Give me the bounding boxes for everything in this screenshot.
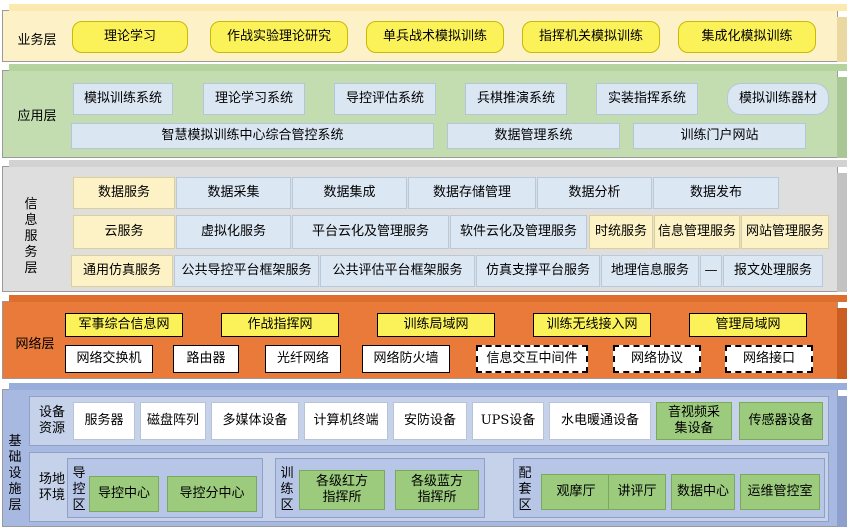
net-protocol: 网络协议: [613, 345, 701, 373]
network-layer: 网络层 军事综合信息网 作战指挥网 训练局域网 训练无线接入网 管理局域网 网络…: [2, 295, 847, 379]
app-simulation-equipment: 模拟训练器材: [727, 83, 829, 115]
info-sim-service-label: 通用仿真服务: [71, 255, 173, 287]
business-layer-label: 业务层: [17, 33, 57, 48]
info-data-integration: 数据集成: [292, 177, 407, 209]
equip-server: 服务器: [73, 402, 135, 440]
site-environment-label: 场地环境: [38, 472, 65, 503]
business-item-integrated: 集成化模拟训练: [678, 21, 816, 53]
zone-blue-command: 各级蓝方指挥所: [395, 470, 479, 510]
app-real-command-system: 实装指挥系统: [596, 83, 698, 115]
net-firewall: 网络防火墙: [362, 345, 450, 373]
info-data-publish: 数据发布: [653, 177, 779, 209]
info-time-service: 时统服务: [589, 215, 653, 249]
equip-security: 安防设备: [393, 402, 467, 440]
zone-guidance-center: 导控中心: [89, 476, 159, 512]
app-simulation-training-system: 模拟训练系统: [73, 83, 173, 115]
info-info-management: 信息管理服务: [654, 215, 740, 249]
net-fiber: 光纤网络: [265, 345, 341, 373]
app-wargame-system: 兵棋推演系统: [465, 83, 567, 115]
zone-data-center: 数据中心: [671, 474, 735, 510]
net-combat-command: 作战指挥网: [221, 313, 339, 337]
app-smart-control-system: 智慧模拟训练中心综合管控系统: [71, 123, 434, 149]
equip-hvac: 水电暖通设备: [549, 402, 651, 440]
equip-multimedia: 多媒体设备: [211, 402, 299, 440]
net-interface: 网络接口: [725, 345, 813, 373]
net-management-lan: 管理局域网: [689, 313, 807, 337]
business-item-theory: 理论学习: [72, 21, 188, 53]
zone-review-hall: 讲评厅: [608, 474, 666, 510]
info-message-processing: 报文处理服务: [723, 255, 823, 287]
equip-disk-array: 磁盘阵列: [140, 402, 206, 440]
zone-training-label: 训练区: [280, 466, 294, 513]
info-data-service-label: 数据服务: [73, 177, 175, 209]
equip-av-capture: 音视频采集设备: [656, 402, 732, 440]
net-middleware: 信息交互中间件: [476, 345, 588, 373]
net-military-info: 军事综合信息网: [65, 313, 183, 337]
net-switch: 网络交换机: [65, 345, 153, 373]
info-data-analysis: 数据分析: [537, 177, 652, 209]
business-layer: 业务层 理论学习 作战实验理论研究 单兵战术模拟训练 指挥机关模拟训练 集成化模…: [2, 4, 847, 62]
net-training-wireless: 训练无线接入网: [533, 313, 651, 337]
info-virtualization: 虚拟化服务: [176, 215, 291, 249]
net-router: 路由器: [173, 345, 239, 373]
info-cloud-service-label: 云服务: [73, 215, 175, 249]
zone-guidance-label: 导控区: [72, 466, 86, 513]
network-layer-label: 网络层: [15, 337, 55, 352]
business-item-single-soldier: 单兵战术模拟训练: [366, 21, 504, 53]
info-service-layer-label: 信息服务层: [24, 197, 38, 276]
zone-guidance-subcenter: 导控分中心: [167, 476, 257, 512]
zone-support-label: 配套区: [518, 466, 532, 513]
app-theory-learning-system: 理论学习系统: [203, 83, 305, 115]
equip-ups: UPS设备: [472, 402, 544, 440]
info-sim-support: 仿真支撑平台服务: [476, 255, 600, 287]
info-dash: —: [700, 255, 722, 287]
info-guidance-framework: 公共导控平台框架服务: [174, 255, 319, 287]
infra-layer: 基础设施层 设备资源 服务器 磁盘阵列 多媒体设备 计算机终端 安防设备 UPS…: [2, 383, 847, 527]
application-layer-label: 应用层: [17, 109, 57, 124]
info-evaluation-framework: 公共评估平台框架服务: [320, 255, 475, 287]
application-layer: 应用层 模拟训练系统 理论学习系统 导控评估系统 兵棋推演系统 实装指挥系统 模…: [2, 64, 847, 158]
equip-resource-label: 设备资源: [38, 405, 65, 436]
equip-sensor: 传感器设备: [739, 402, 823, 440]
zone-observation-hall: 观摩厅: [541, 474, 611, 510]
info-data-storage: 数据存储管理: [408, 177, 536, 209]
app-guidance-evaluation-system: 导控评估系统: [334, 83, 436, 115]
infra-layer-label: 基础设施层: [8, 434, 22, 513]
info-service-layer: 信息服务层 数据服务 数据采集 数据集成 数据存储管理 数据分析 数据发布 云服…: [2, 160, 847, 292]
zone-red-command: 各级红方指挥所: [299, 470, 385, 510]
business-item-combat-experiment: 作战实验理论研究: [210, 21, 348, 53]
info-gis-service: 地理信息服务: [601, 255, 699, 287]
equip-terminal: 计算机终端: [304, 402, 388, 440]
net-training-lan: 训练局域网: [377, 313, 495, 337]
info-software-cloud: 软件云化及管理服务: [450, 215, 587, 249]
info-platform-cloud: 平台云化及管理服务: [292, 215, 449, 249]
info-data-collection: 数据采集: [176, 177, 291, 209]
app-data-management-system: 数据管理系统: [447, 123, 620, 149]
business-item-command-org: 指挥机关模拟训练: [522, 21, 660, 53]
app-training-portal: 训练门户网站: [633, 123, 806, 149]
info-website-management: 网站管理服务: [741, 215, 829, 249]
zone-ops-control-room: 运维管控室: [740, 474, 820, 510]
